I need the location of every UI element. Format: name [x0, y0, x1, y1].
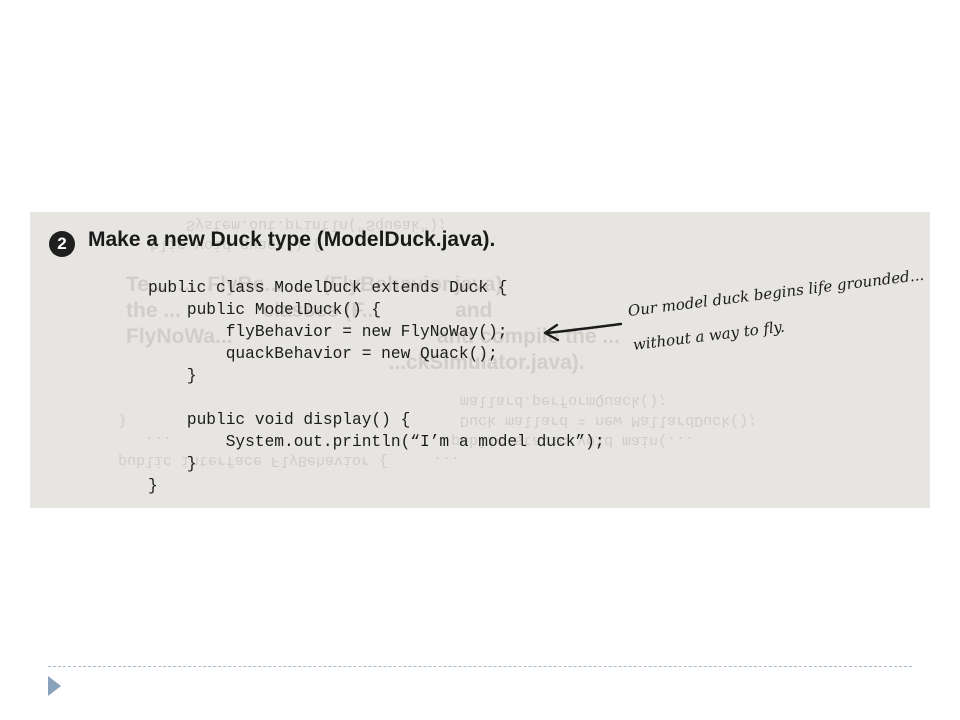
handwritten-note-line-1: Our model duck begins life grounded... [626, 265, 925, 320]
step-number-badge: 2 [49, 231, 75, 257]
code-line: } [148, 455, 197, 473]
code-line: public void display() { [148, 411, 411, 429]
code-line: quackBehavior = new Quack(); [148, 345, 498, 363]
handwritten-note-line-2: without a way to fly. [631, 317, 786, 354]
code-line: } [148, 367, 197, 385]
code-line: flyBehavior = new FlyNoWay(); [148, 323, 508, 341]
code-line: System.out.println(“I’m a model duck”); [148, 433, 605, 451]
step-heading: Make a new Duck type (ModelDuck.java). [88, 228, 496, 251]
code-line: public class ModelDuck extends Duck { [148, 279, 508, 297]
pointer-arrow-icon [543, 322, 623, 342]
scanned-book-excerpt: blic void quack() { System.out.println("… [30, 212, 930, 508]
show-through-heading: Te... ... FlyBe... ... (FlyBehavior.java… [126, 273, 620, 374]
show-through-code: public interface FlyBehavior { ... ... p… [118, 392, 758, 469]
bullet-triangle-icon [48, 676, 61, 696]
code-line: public ModelDuck() { [148, 301, 382, 319]
footer-divider [48, 666, 912, 667]
code-line: } [148, 477, 158, 495]
